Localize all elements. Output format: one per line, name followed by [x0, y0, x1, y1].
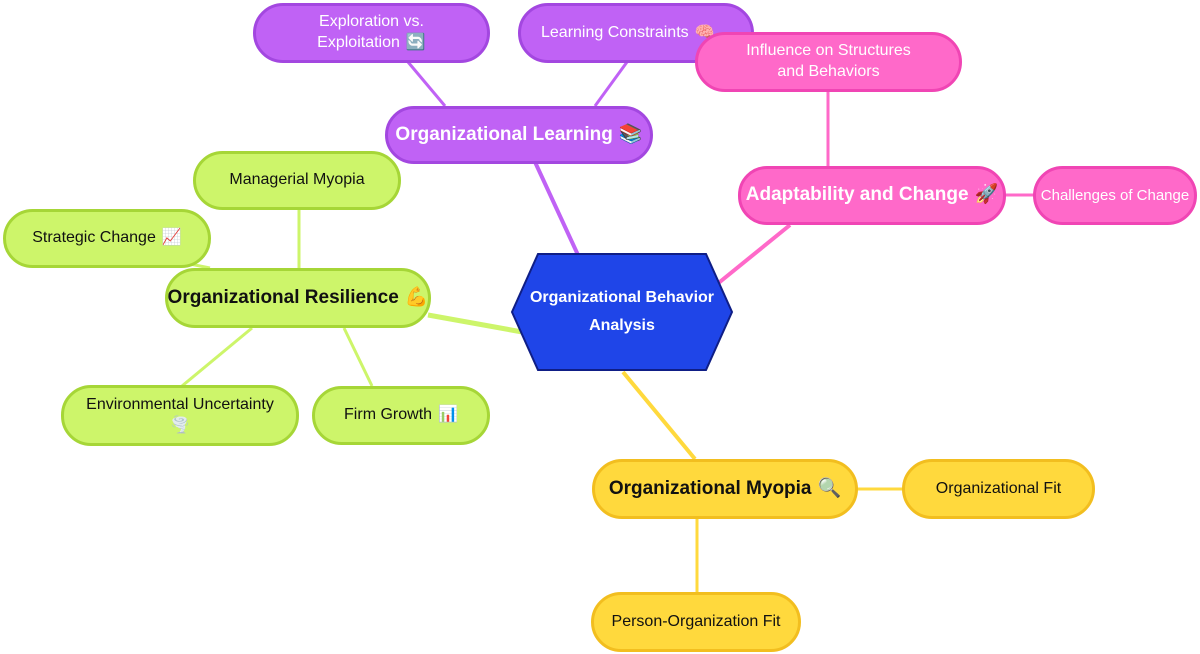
- node-label: Adaptability and Change: [745, 184, 969, 206]
- node-managerial-myopia[interactable]: Managerial Myopia: [193, 151, 401, 210]
- edge-learning-constraints: [593, 61, 629, 107]
- node-label: Organizational Learning: [395, 123, 613, 145]
- chart-increasing-icon: 📈: [161, 229, 182, 247]
- node-environmental-uncertainty[interactable]: Environmental Uncertainty 🌪️: [61, 385, 299, 446]
- arrows-cycle-icon: 🔄: [405, 34, 426, 51]
- node-label: Strategic Change: [32, 229, 156, 247]
- node-label: Organizational Resilience: [167, 286, 399, 308]
- tornado-icon: 🌪️: [170, 416, 190, 434]
- node-organizational-resilience[interactable]: Organizational Resilience💪: [165, 268, 431, 328]
- edge-learning-exploration: [406, 61, 447, 107]
- node-label: Influence on Structures and Behaviors: [746, 42, 911, 80]
- central-topic-text: Organizational Behavior Analysis: [530, 284, 714, 340]
- node-label: Environmental Uncertainty: [86, 395, 274, 413]
- node-label: Managerial Myopia: [229, 171, 365, 189]
- central-topic-label: Organizational Behavior Analysis: [510, 252, 734, 372]
- node-person-organization-fit[interactable]: Person-Organization Fit: [591, 592, 801, 652]
- node-label: Organizational Myopia: [608, 477, 812, 499]
- node-firm-growth[interactable]: Firm Growth 📊: [312, 386, 490, 445]
- node-influence-on-structures[interactable]: Influence on Structures and Behaviors: [695, 32, 962, 92]
- node-label: Exploration vs. Exploitation: [317, 13, 424, 51]
- node-organizational-learning[interactable]: Organizational Learning📚: [385, 106, 653, 164]
- magnifying-glass-icon: 🔍: [817, 477, 842, 499]
- node-organizational-fit[interactable]: Organizational Fit: [902, 459, 1095, 519]
- central-topic-line-1: Organizational Behavior: [529, 289, 715, 306]
- node-label: Challenges of Change: [1040, 186, 1190, 204]
- edge-center-myopia: [621, 370, 697, 461]
- node-label: Organizational Fit: [935, 479, 1062, 497]
- node-organizational-myopia[interactable]: Organizational Myopia🔍: [592, 459, 858, 519]
- hexagon-shape: [510, 253, 734, 371]
- edge-center-learning: [533, 161, 580, 256]
- node-challenges-of-change[interactable]: Challenges of Change: [1033, 166, 1197, 225]
- node-label: Person-Organization Fit: [611, 612, 781, 630]
- edge-resilience-growth: [342, 327, 374, 387]
- flexed-biceps-icon: 💪: [404, 286, 429, 308]
- node-label: Firm Growth: [344, 406, 433, 424]
- rocket-icon: 🚀: [974, 184, 999, 206]
- node-exploration-vs-exploitation[interactable]: Exploration vs. Exploitation🔄: [253, 3, 490, 63]
- node-label: Learning Constraints: [541, 23, 689, 41]
- edge-resilience-environmental: [181, 326, 253, 388]
- books-icon: 📚: [618, 123, 643, 145]
- node-strategic-change[interactable]: Strategic Change 📈: [3, 209, 211, 268]
- bar-chart-icon: 📊: [438, 406, 458, 424]
- central-topic-line-2: Analysis: [589, 317, 655, 334]
- node-adaptability-and-change[interactable]: Adaptability and Change🚀: [738, 166, 1006, 225]
- central-topic-node[interactable]: Organizational Behavior Analysis: [510, 252, 734, 372]
